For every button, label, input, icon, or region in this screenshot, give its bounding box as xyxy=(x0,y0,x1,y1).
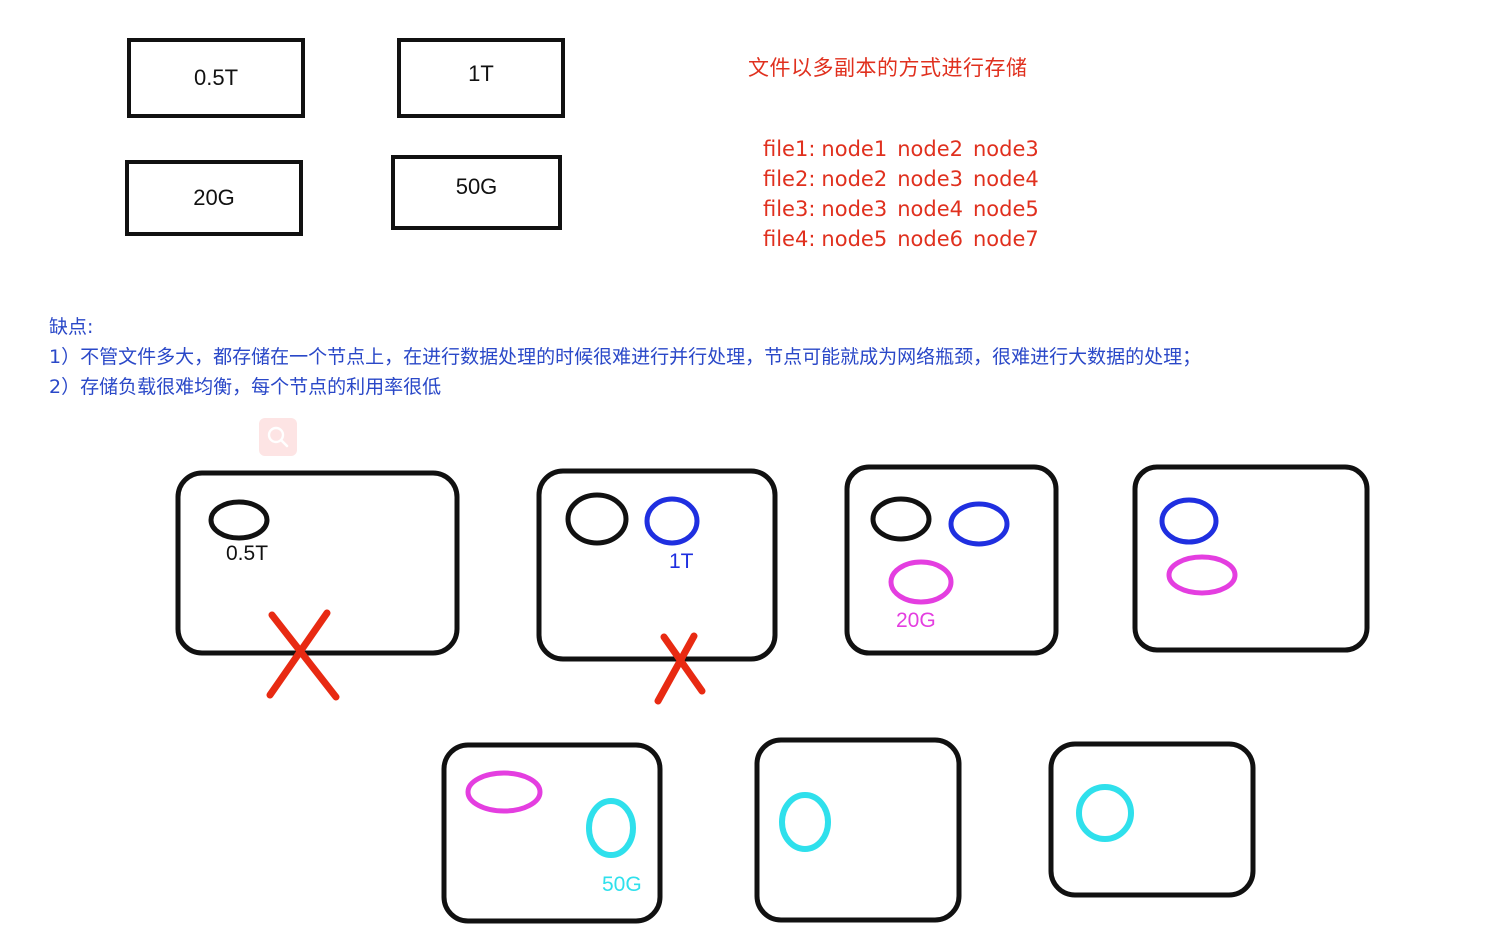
replica-node: node1 xyxy=(821,137,888,161)
failure-cross xyxy=(266,609,340,701)
replica-node: node7 xyxy=(972,227,1039,251)
file3-replica xyxy=(888,559,954,605)
file-box-1: 0.5T xyxy=(127,38,305,118)
drawbacks-heading: 缺点: xyxy=(49,316,94,338)
file-box-label: 50G xyxy=(455,173,498,199)
replica-node: node5 xyxy=(821,227,888,251)
replica-row: file4:node5 node6 node7 xyxy=(763,224,1049,254)
node-box xyxy=(1048,741,1256,898)
replica-size-label: 0.5T xyxy=(226,542,268,565)
node-box xyxy=(441,742,663,924)
replica-file: file1: xyxy=(763,137,816,161)
floating-search-button[interactable] xyxy=(259,418,297,456)
file-box-4: 50G xyxy=(391,155,562,230)
file3-replica xyxy=(465,770,543,814)
drawbacks-notes: 缺点: 1）不管文件多大，都存储在一个节点上，在进行数据处理的时候很难进行并行处… xyxy=(49,312,1201,402)
search-icon xyxy=(267,426,289,448)
file1-replica xyxy=(870,496,932,542)
file4-replica xyxy=(586,798,636,858)
file2-replica xyxy=(644,496,700,546)
node-box xyxy=(1132,464,1370,653)
file-box-2: 1T xyxy=(397,38,565,118)
replica-title: 文件以多副本的方式进行存储 xyxy=(748,56,1028,80)
file4-replica xyxy=(1076,784,1134,842)
file4-replica xyxy=(779,792,831,852)
replica-node: node3 xyxy=(821,197,888,221)
file2-replica xyxy=(948,501,1010,547)
replica-file: file3: xyxy=(763,197,816,221)
file-box-label: 0.5T xyxy=(193,65,239,90)
replica-file: file2: xyxy=(763,167,816,191)
replica-node: node2 xyxy=(821,167,888,191)
failure-cross xyxy=(654,632,706,705)
replica-node: node5 xyxy=(972,197,1039,221)
drawback-item: 1）不管文件多大，都存储在一个节点上，在进行数据处理的时候很难进行并行处理，节点… xyxy=(49,346,1202,368)
file3-replica xyxy=(1166,554,1238,596)
replica-node: node6 xyxy=(897,227,963,251)
replica-node: node3 xyxy=(897,167,963,191)
node-box xyxy=(844,464,1059,656)
file-box-3: 20G xyxy=(125,160,303,236)
file2-replica xyxy=(1159,497,1219,545)
replica-file: file4: xyxy=(763,227,816,251)
replica-row: file3:node3 node4 node5 xyxy=(763,194,1049,224)
replica-node: node4 xyxy=(897,197,963,221)
replica-row: file2:node2 node3 node4 xyxy=(763,164,1049,194)
replica-node: node2 xyxy=(897,137,963,161)
replica-size-label: 1T xyxy=(669,550,694,573)
drawback-item: 2）存储负载很难均衡，每个节点的利用率很低 xyxy=(49,376,442,398)
node-box xyxy=(175,470,460,656)
replica-node: node3 xyxy=(972,137,1039,161)
replica-row: file1:node1 node2 node3 xyxy=(763,134,1049,164)
file1-replica xyxy=(565,492,629,546)
node-box xyxy=(754,737,962,923)
file-box-label: 1T xyxy=(468,61,494,86)
node-box xyxy=(536,468,778,662)
replica-size-label: 50G xyxy=(602,873,642,896)
replica-size-label: 20G xyxy=(896,609,936,632)
file1-replica xyxy=(208,499,270,541)
file-box-label: 20G xyxy=(193,185,235,210)
replica-node: node4 xyxy=(972,167,1039,191)
